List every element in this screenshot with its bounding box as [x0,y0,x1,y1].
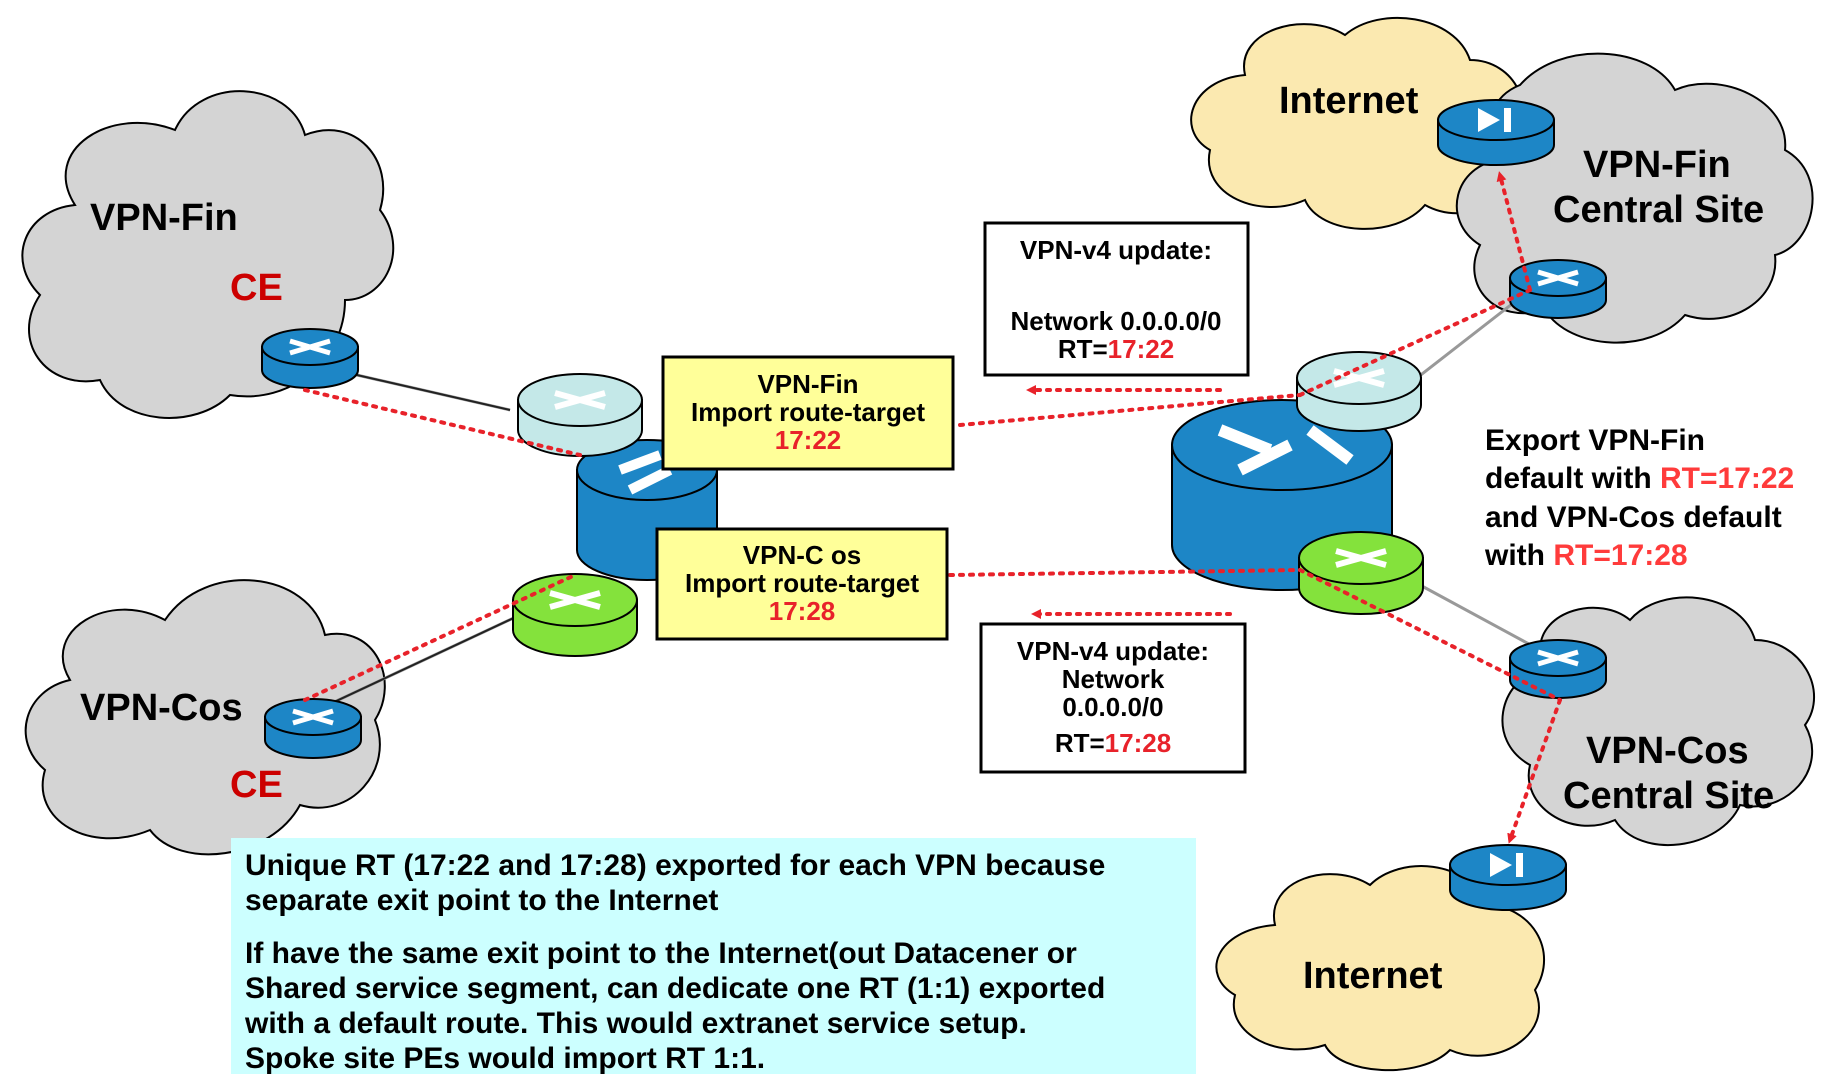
ce-cos-router [264,698,362,759]
vpn-fin-label: VPN-Fin [90,197,238,239]
footnote-p1-l1: Unique RT (17:22 and 17:28) exported for… [245,849,1105,882]
footnote-box: Unique RT (17:22 and 17:28) exported for… [231,838,1196,1074]
fin-central-label-2: Central Site [1553,189,1764,231]
vrf-fin-left [517,373,643,457]
ce-fin-router [261,328,359,389]
footnote-p2-l4: Spoke site PEs would import RT 1:1. [245,1042,765,1074]
cos-central-label-1: VPN-Cos [1586,730,1749,772]
firewall-bottom-icon [1449,844,1567,911]
fin-central-label-1: VPN-Fin [1583,144,1731,186]
vrf-cos-right [1298,531,1424,615]
import-fin-line2: Import route-target [691,397,925,427]
cos-central-router [1509,639,1607,699]
update-cos-rt-line: RT=17:28 [1055,728,1171,758]
update-cos-line3: 0.0.0.0/0 [1062,692,1163,722]
update-fin-box: VPN-v4 update: Network 0.0.0.0/0 RT=17:2… [983,221,1250,377]
vpn-cos-cloud [24,579,386,856]
vrf-cos-left [512,573,638,657]
vpn-cos-label: VPN-Cos [80,687,243,729]
update-fin-rt-line: RT=17:22 [1058,334,1174,364]
internet-bottom-label: Internet [1303,955,1443,997]
route-paths [303,171,1562,844]
firewall-top-icon [1437,99,1555,166]
vrf-fin-right [1296,351,1422,432]
update-cos-box: VPN-v4 update: Network 0.0.0.0/0 RT=17:2… [979,622,1247,774]
import-cos-box: VPN-C os Import route-target 17:28 [655,527,949,641]
cos-central-label-2: Central Site [1563,775,1774,817]
update-fin-line2: Network 0.0.0.0/0 [1011,306,1222,336]
internet-top-label: Internet [1279,80,1419,122]
ce-cos-label: CE [230,764,283,806]
import-cos-line1: VPN-C os [743,540,861,570]
export-line3: and VPN-Cos default [1485,501,1782,534]
footnote-p1-l2: separate exit point to the Internet [245,884,718,917]
export-note: Export VPN-Fin default with RT=17:22 and… [1484,424,1794,572]
ce-fin-label: CE [230,267,283,309]
footnote-p2-l1: If have the same exit point to the Inter… [245,937,1077,970]
import-cos-rt: 17:28 [769,596,836,626]
fin-central-router [1509,259,1607,319]
export-line1: Export VPN-Fin [1485,424,1705,457]
import-fin-rt: 17:22 [775,425,842,455]
footnote-p2-l2: Shared service segment, can dedicate one… [245,972,1105,1005]
internet-bottom-cloud [1215,865,1546,1072]
footnote-p2-l3: with a default route. This would extrane… [244,1007,1027,1040]
export-line2: default with RT=17:22 [1485,462,1794,495]
update-cos-line2: Network [1062,664,1165,694]
import-fin-line1: VPN-Fin [757,369,858,399]
update-fin-line1: VPN-v4 update: [1020,235,1212,265]
import-cos-line2: Import route-target [685,568,919,598]
export-line4: with RT=17:28 [1484,539,1688,572]
import-fin-box: VPN-Fin Import route-target 17:22 [661,355,955,471]
update-cos-line1: VPN-v4 update: [1017,636,1209,666]
